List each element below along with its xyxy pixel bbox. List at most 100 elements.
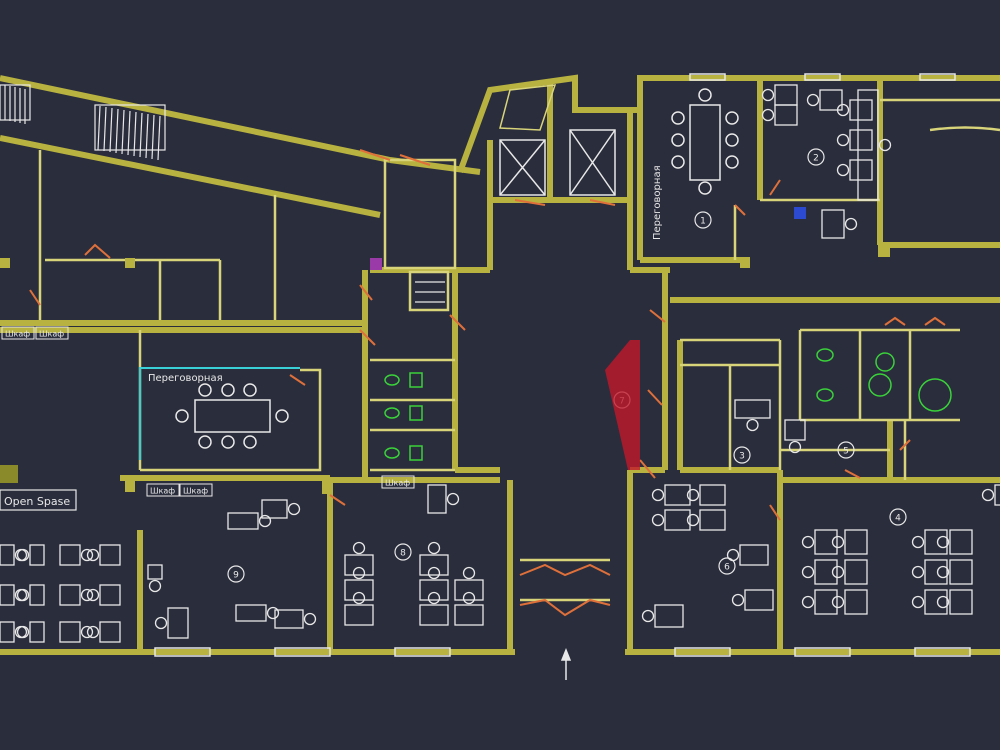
- desk-with-chair: [147, 564, 163, 593]
- desk-with-chair: [16, 621, 45, 643]
- svg-text:1: 1: [700, 217, 706, 227]
- cabinet-tag: Шкаф: [146, 483, 180, 497]
- desk-with-chair: [59, 544, 94, 566]
- meeting-room-left-label: Переговорная: [148, 373, 223, 384]
- desk-with-chair: [86, 621, 121, 643]
- meeting-table-left: [175, 383, 289, 449]
- interior-walls: [38, 98, 1000, 602]
- desk-with-chair: [59, 621, 94, 643]
- desk-with-chair: [821, 209, 858, 239]
- svg-text:5: 5: [843, 447, 849, 457]
- room-number-6: 6: [718, 557, 736, 575]
- svg-text:6: 6: [724, 563, 730, 573]
- staircase-1: [0, 84, 445, 303]
- room-number-5: 5: [837, 441, 855, 459]
- desk-with-chair: [261, 499, 301, 519]
- cabinet-text: Шкаф: [183, 487, 208, 496]
- desk-with-chair: [344, 591, 374, 626]
- desk-with-chair: [274, 609, 317, 629]
- desk-with-chair: [16, 544, 45, 566]
- desk-with-chair: [686, 509, 726, 531]
- desk-with-chair: [981, 484, 1000, 506]
- desk-with-chair: [936, 589, 973, 615]
- cabinet-tag: Шкаф: [1, 326, 35, 340]
- desk-with-chair: [651, 484, 691, 506]
- magenta-marker: [370, 258, 382, 270]
- desk-with-chair: [419, 541, 449, 576]
- svg-text:3: 3: [739, 452, 745, 462]
- desk-with-chair: [419, 566, 449, 601]
- desk-with-chair: [154, 607, 189, 639]
- desk-with-chair: [86, 544, 121, 566]
- elevators: [499, 84, 616, 196]
- workstations: [0, 84, 1000, 643]
- windows: [154, 73, 971, 657]
- desk-with-chair: [235, 604, 280, 622]
- desk-with-chair: [911, 529, 948, 555]
- blue-marker: [794, 207, 806, 219]
- desk-with-chair: [831, 529, 868, 555]
- accent-marker: [605, 340, 640, 470]
- desk-with-chair: [801, 559, 838, 585]
- svg-text:9: 9: [233, 571, 239, 581]
- cabinet-tag: Шкаф: [381, 475, 415, 489]
- desk-with-chair: [427, 484, 460, 514]
- cabinet-tag: Шкаф: [35, 326, 69, 340]
- desk-with-chair: [936, 529, 973, 555]
- doors: [29, 149, 946, 617]
- desk-with-chair: [761, 104, 798, 126]
- room-number-1: 1: [694, 211, 712, 229]
- meeting-room-top-label: Переговорная: [652, 165, 663, 240]
- desk-with-chair: [454, 591, 484, 626]
- cabinet-tag: Шкаф: [179, 483, 213, 497]
- room-number-3: 3: [733, 446, 751, 464]
- svg-text:8: 8: [400, 549, 406, 559]
- open-space-text: Open Spase: [4, 495, 70, 508]
- desk-with-chair: [641, 604, 684, 628]
- columns: [0, 245, 890, 494]
- desk-with-chair: [831, 589, 868, 615]
- desk-with-chair: [936, 559, 973, 585]
- desk-with-chair: [454, 566, 484, 601]
- desk-with-chair: [16, 584, 45, 606]
- svg-text:2: 2: [813, 154, 819, 164]
- olive-block: [0, 465, 18, 483]
- desk-with-chair: [806, 89, 843, 111]
- desk-with-chair: [686, 484, 726, 506]
- desk-with-chair: [911, 589, 948, 615]
- desk-with-chair: [831, 559, 868, 585]
- desk-with-chair: [734, 399, 771, 432]
- desk-with-chair: [857, 89, 892, 201]
- desk-with-chair: [59, 584, 94, 606]
- cabinet-text: Шкаф: [385, 479, 410, 488]
- sanitary-fixtures: [384, 348, 952, 461]
- desk-with-chair: [419, 591, 449, 626]
- desk-with-chair: [784, 419, 806, 454]
- desk-with-chair: [836, 99, 873, 121]
- desk-with-chair: [836, 129, 873, 151]
- room-number-2: 2: [807, 148, 825, 166]
- entrance-arrow-icon: [560, 647, 572, 680]
- desk-with-chair: [344, 541, 374, 576]
- room-number-4: 4: [889, 508, 907, 526]
- desk-with-chair: [731, 589, 774, 611]
- svg-text:4: 4: [895, 514, 901, 524]
- walls: [0, 74, 1000, 655]
- room-number-8: 8: [394, 543, 412, 561]
- desk-with-chair: [801, 529, 838, 555]
- cabinet-text: Шкаф: [5, 330, 30, 339]
- room-number-9: 9: [227, 565, 245, 583]
- glass-partition: [139, 367, 300, 460]
- desk-with-chair: [86, 584, 121, 606]
- desk-with-chair: [651, 509, 691, 531]
- meeting-table-top: [671, 88, 739, 195]
- cabinet-text: Шкаф: [39, 330, 64, 339]
- cabinet-text: Шкаф: [150, 487, 175, 496]
- desk-with-chair: [911, 559, 948, 585]
- desk-with-chair: [344, 566, 374, 601]
- desk-with-chair: [227, 512, 272, 530]
- desk-with-chair: [836, 159, 873, 181]
- desk-with-chair: [801, 589, 838, 615]
